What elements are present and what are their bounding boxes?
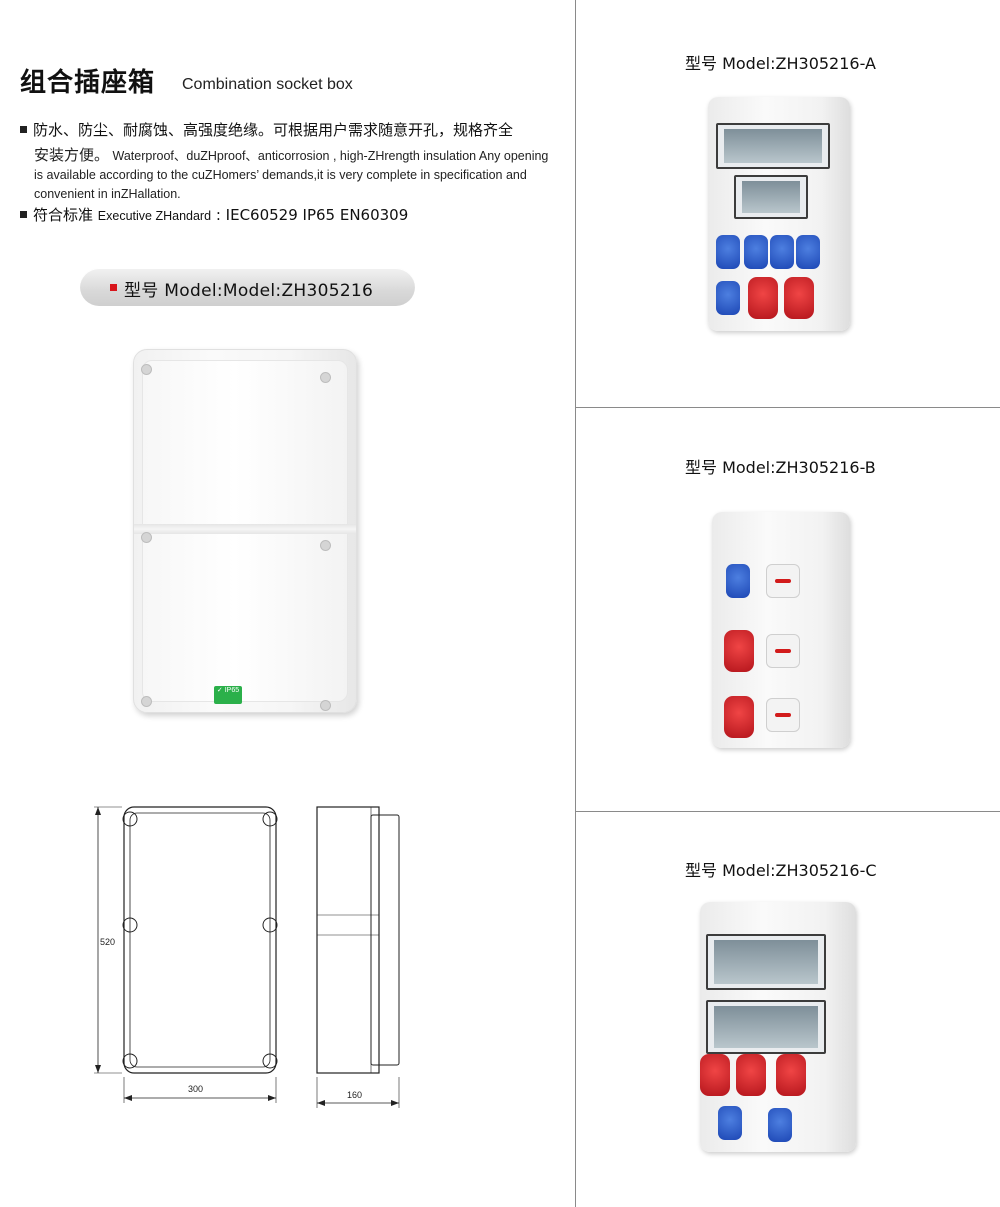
feature-line-cn: 防水、防尘、耐腐蚀、高强度绝缘。可根据用户需求随意开孔，规格齐全 bbox=[20, 120, 560, 140]
blue-socket-icon bbox=[716, 281, 740, 315]
screw-icon bbox=[122, 811, 138, 827]
blue-socket-icon bbox=[726, 564, 750, 598]
blue-socket-icon bbox=[768, 1108, 792, 1142]
feature-text-en: Waterproof、duZHproof、anticorrosion , hig… bbox=[34, 149, 549, 201]
switch-icon bbox=[766, 564, 800, 598]
feature-description-en: 安装方便。 Waterproof、duZHproof、anticorrosion… bbox=[34, 146, 554, 204]
feature-text-cn: 防水、防尘、耐腐蚀、高强度绝缘。可根据用户需求随意开孔，规格齐全 bbox=[33, 121, 514, 139]
screw-icon bbox=[262, 917, 278, 933]
screw-icon bbox=[320, 372, 331, 383]
standard-label-cn: 符合标准 bbox=[33, 206, 94, 224]
switch-icon bbox=[766, 634, 800, 668]
blue-socket-icon bbox=[744, 235, 768, 269]
bullet-square-icon bbox=[20, 211, 27, 218]
blue-socket-icon bbox=[718, 1106, 742, 1140]
blue-socket-icon bbox=[716, 235, 740, 269]
model-c-image bbox=[700, 902, 856, 1152]
screw-icon bbox=[122, 1053, 138, 1069]
dimension-width: 300 bbox=[188, 1084, 204, 1094]
side-view-outline bbox=[316, 806, 380, 1074]
title-english: Combination socket box bbox=[182, 76, 353, 93]
standard-label-en: Executive ZHandard bbox=[97, 209, 212, 223]
title-chinese: 组合插座箱 bbox=[20, 68, 156, 98]
model-a-caption: 型号 Model:ZH305216-A bbox=[685, 54, 876, 73]
dimension-drawing bbox=[94, 806, 400, 1108]
blue-socket-icon bbox=[770, 235, 794, 269]
screw-icon bbox=[262, 811, 278, 827]
red-socket-icon bbox=[724, 630, 754, 672]
standard-line: 符合标准 Executive ZHandard : IEC60529 IP65 … bbox=[20, 205, 408, 226]
screw-icon bbox=[122, 917, 138, 933]
vertical-divider bbox=[575, 0, 576, 1207]
front-view-outline bbox=[123, 806, 277, 1074]
screw-icon bbox=[141, 696, 152, 707]
switch-icon bbox=[766, 698, 800, 732]
model-pill: 型号 Model:Model:ZH305216 bbox=[80, 268, 415, 306]
red-socket-icon bbox=[736, 1054, 766, 1096]
box-seam bbox=[134, 524, 356, 534]
horizontal-divider-1 bbox=[576, 407, 1000, 408]
model-b-caption: 型号 Model:ZH305216-B bbox=[685, 458, 876, 477]
model-b-image bbox=[712, 512, 850, 748]
blue-socket-icon bbox=[796, 235, 820, 269]
screw-icon bbox=[320, 540, 331, 551]
screw-icon bbox=[262, 1053, 278, 1069]
standard-values: : IEC60529 IP65 EN60309 bbox=[215, 206, 409, 224]
screw-icon bbox=[320, 700, 331, 711]
dimension-depth: 160 bbox=[347, 1090, 363, 1100]
bullet-square-icon bbox=[20, 126, 27, 133]
ip65-badge: ✓ IP65 bbox=[214, 686, 242, 704]
dimension-height: 520 bbox=[100, 937, 116, 947]
horizontal-divider-2 bbox=[576, 811, 1000, 812]
red-socket-icon bbox=[700, 1054, 730, 1096]
model-pill-text: 型号 Model:Model:ZH305216 bbox=[124, 281, 374, 301]
model-c-caption: 型号 Model:ZH305216-C bbox=[685, 861, 877, 880]
red-square-icon bbox=[110, 284, 117, 291]
screw-icon bbox=[141, 364, 152, 375]
front-view-inner bbox=[129, 812, 271, 1068]
socket-box-image: ✓ IP65 bbox=[133, 349, 357, 713]
red-socket-icon bbox=[776, 1054, 806, 1096]
ip65-badge-text: IP65 bbox=[224, 687, 240, 694]
red-socket-icon bbox=[784, 277, 814, 319]
model-a-image bbox=[708, 97, 850, 331]
red-socket-icon bbox=[724, 696, 754, 738]
red-socket-icon bbox=[748, 277, 778, 319]
feature-text-cn-2: 安装方便。 bbox=[34, 146, 110, 164]
screw-icon bbox=[141, 532, 152, 543]
